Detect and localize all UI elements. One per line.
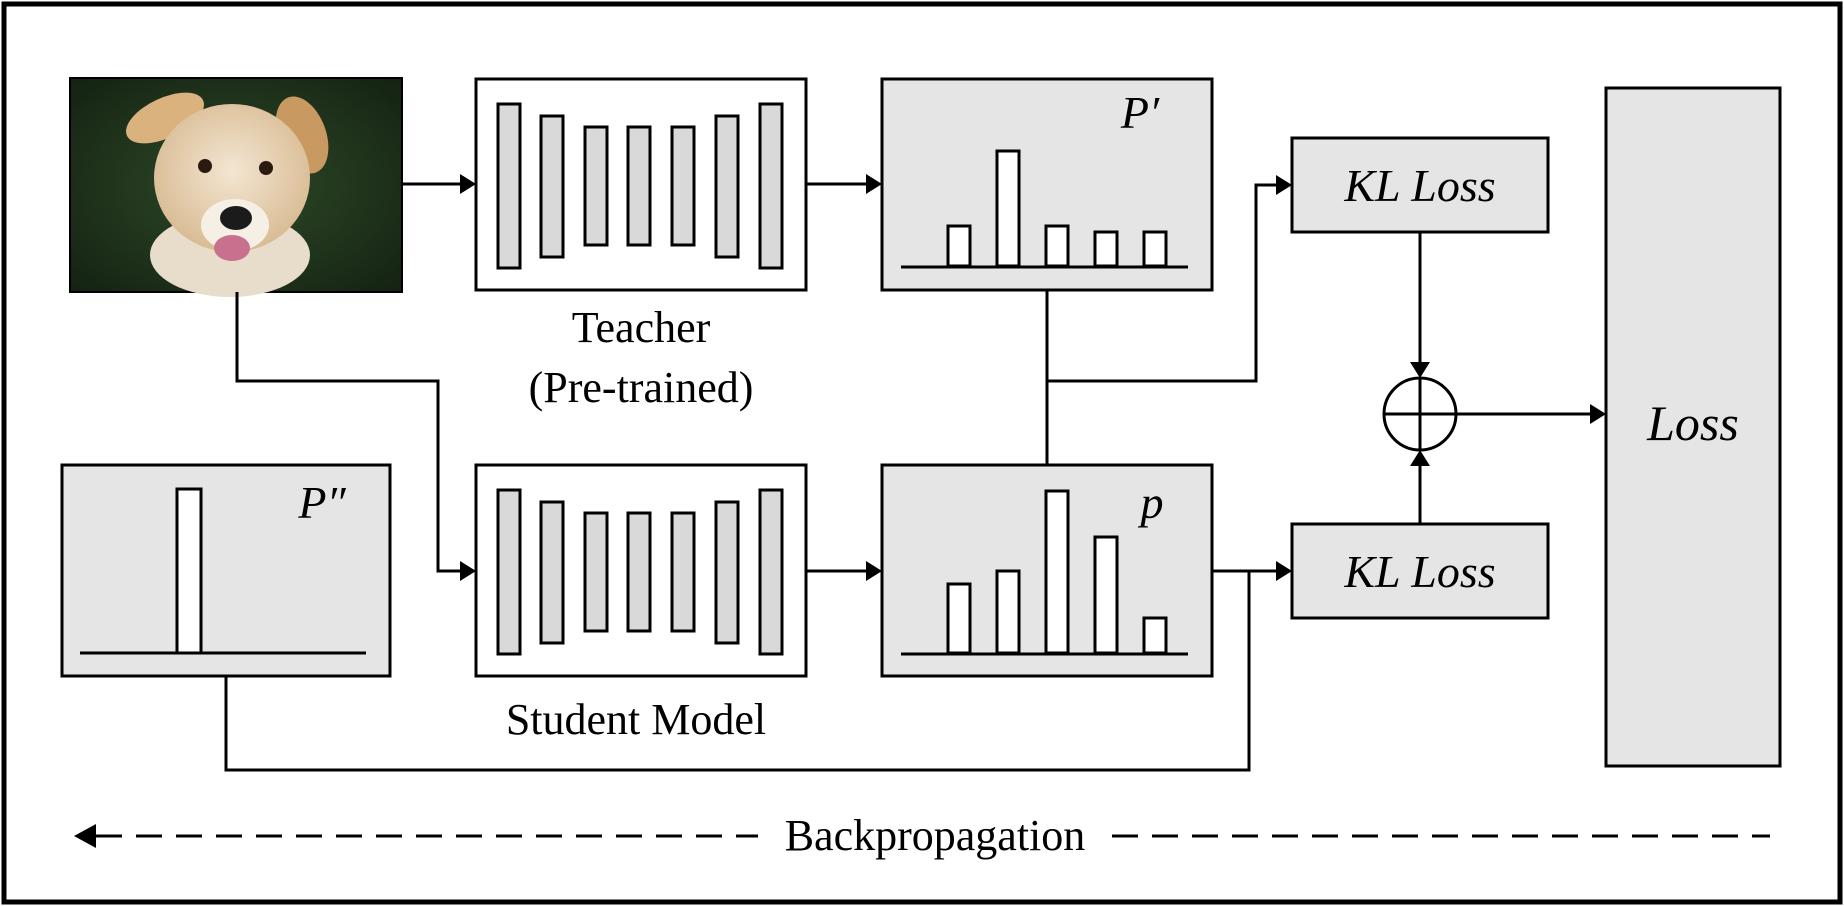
- p-double-prime-label: P″: [297, 477, 346, 528]
- kl-loss-top-box: [1290, 136, 1550, 234]
- student-network: [474, 463, 808, 678]
- p-distribution: [880, 463, 1214, 678]
- kl-loss-bottom-label: KL Loss: [1343, 546, 1495, 597]
- backprop-arrow: [74, 824, 1770, 848]
- kl-loss-top-label: KL Loss: [1343, 160, 1495, 211]
- teacher-sublabel: (Pre-trained): [529, 363, 754, 412]
- kl-loss-bottom-box: [1290, 522, 1550, 620]
- p-double-prime-distribution: [60, 463, 392, 678]
- sum-node: [1382, 376, 1458, 452]
- input-image: [69, 77, 403, 297]
- teacher-label: Teacher: [572, 303, 711, 352]
- p-prime-label: P′: [1120, 87, 1160, 138]
- p-prime-distribution: [880, 77, 1214, 292]
- backprop-label: Backpropagation: [785, 811, 1086, 860]
- loss-label: Loss: [1646, 395, 1739, 451]
- student-label: Student Model: [506, 695, 766, 744]
- p-label: p: [1138, 477, 1164, 528]
- loss-box: [1604, 86, 1782, 768]
- teacher-network: [474, 77, 808, 292]
- connectors: [224, 174, 1606, 772]
